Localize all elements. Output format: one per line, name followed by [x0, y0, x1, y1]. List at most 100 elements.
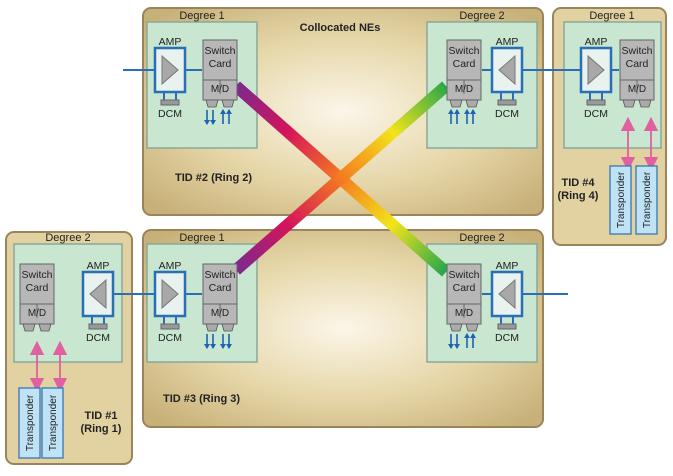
transponder-box [609, 165, 632, 235]
amp-block: AMP DCM [490, 36, 524, 120]
arrow-down-icon [448, 344, 454, 349]
switch-card-label: Card [26, 282, 49, 294]
mux-demux-icon [38, 323, 52, 332]
transponder-label: Transponder [25, 394, 36, 451]
amplifier-icon [161, 278, 179, 310]
tid1-label-line1: TID #1 [84, 410, 117, 422]
mux-demux-icon [622, 99, 636, 108]
switch-card-label: Card [453, 58, 476, 70]
switch-card-label: Switch [22, 269, 53, 281]
amplifier-icon [161, 54, 179, 86]
mux-demux-icon [465, 323, 479, 332]
dcm-label: DCM [158, 108, 182, 120]
amp-block: AMP DCM [153, 36, 187, 120]
mux-demux-icon [205, 99, 219, 108]
amp-label: AMP [585, 36, 608, 48]
degree-label: Degree 1 [179, 232, 224, 244]
tid1-label-line2: (Ring 1) [81, 423, 122, 435]
dcm-label: DCM [86, 332, 110, 344]
arrow-down-icon [210, 344, 216, 349]
amp-label: AMP [496, 36, 519, 48]
transponder-box [41, 387, 64, 459]
arrow-up-icon [470, 333, 476, 338]
transponder-label: Transponder [616, 171, 627, 228]
arrow-up-icon [470, 109, 476, 114]
transponder-box [635, 165, 658, 235]
dcm-module-icon [160, 99, 180, 106]
switch-card-label: Card [453, 282, 476, 294]
tid3-label: TID #3 (Ring 3) [163, 393, 240, 405]
tid2-label: TID #2 (Ring 2) [175, 172, 252, 184]
mux-demux-icon [221, 99, 235, 108]
switch-card-label: Switch [449, 269, 480, 281]
transponder-links [29, 116, 659, 393]
amp-block: AMP DCM [81, 260, 115, 344]
dcm-module-icon [497, 99, 517, 106]
amp-label: AMP [159, 36, 182, 48]
dcm-module-icon [586, 99, 606, 106]
arrow-up-icon [454, 109, 460, 114]
transponder: Transponder [635, 165, 658, 235]
amp-label: AMP [87, 260, 110, 272]
arrow-up-icon [464, 333, 470, 338]
blue-fibers [90, 69, 619, 295]
arrow-down-icon [454, 344, 460, 349]
transponder-label: Transponder [642, 171, 653, 228]
diagram-title: Collocated NEs [300, 22, 381, 34]
switch-card-label: Switch [449, 45, 480, 57]
dcm-module-icon [88, 323, 108, 330]
switch-card-label: Switch [622, 45, 653, 57]
mux-demux-icon [22, 323, 36, 332]
switch-card-label: Switch [205, 45, 236, 57]
degree-label: Degree 1 [589, 10, 634, 22]
dcm-label: DCM [495, 108, 519, 120]
arrow-up-icon [226, 109, 232, 114]
dcm-module-icon [497, 323, 517, 330]
degree-label: Degree 1 [179, 10, 224, 22]
fiber-link-cross-2 [232, 81, 450, 275]
tid4-label-line1: TID #4 [561, 177, 595, 189]
tid4-label-line2: (Ring 4) [558, 190, 599, 202]
amp-label: AMP [159, 260, 182, 272]
arrow-down-icon [220, 344, 226, 349]
switch-card-label: Switch [205, 269, 236, 281]
dcm-label: DCM [158, 332, 182, 344]
transponder: Transponder [41, 387, 64, 459]
mux-demux-icon [465, 99, 479, 108]
arrow-up-icon [464, 109, 470, 114]
arrow-down-icon [204, 120, 210, 125]
md-label: M/D [455, 84, 473, 95]
mux-demux-icon [449, 323, 463, 332]
dcm-label: DCM [495, 332, 519, 344]
arrow-down-icon [204, 344, 210, 349]
amplifier-icon [587, 54, 605, 86]
mux-demux-icon [221, 323, 235, 332]
switch-card-label: Card [209, 58, 232, 70]
switch-card-label: Card [626, 58, 649, 70]
md-label: M/D [28, 308, 46, 319]
degree-label: Degree 2 [459, 232, 504, 244]
mux-demux-icon [449, 99, 463, 108]
dcm-module-icon [160, 323, 180, 330]
switch-card-label: Card [209, 282, 232, 294]
amplifier-icon [498, 54, 516, 86]
arrow-down-icon [226, 344, 232, 349]
md-label: M/D [211, 308, 229, 319]
md-label: M/D [211, 84, 229, 95]
amplifier-icon [89, 278, 107, 310]
arrow-up-icon [220, 109, 226, 114]
amp-block: AMP DCM [153, 260, 187, 344]
transponder: Transponder [18, 387, 41, 459]
transponder: Transponder [609, 165, 632, 235]
md-label: M/D [455, 308, 473, 319]
arrow-up-icon [448, 109, 454, 114]
arrow-down-icon [210, 120, 216, 125]
